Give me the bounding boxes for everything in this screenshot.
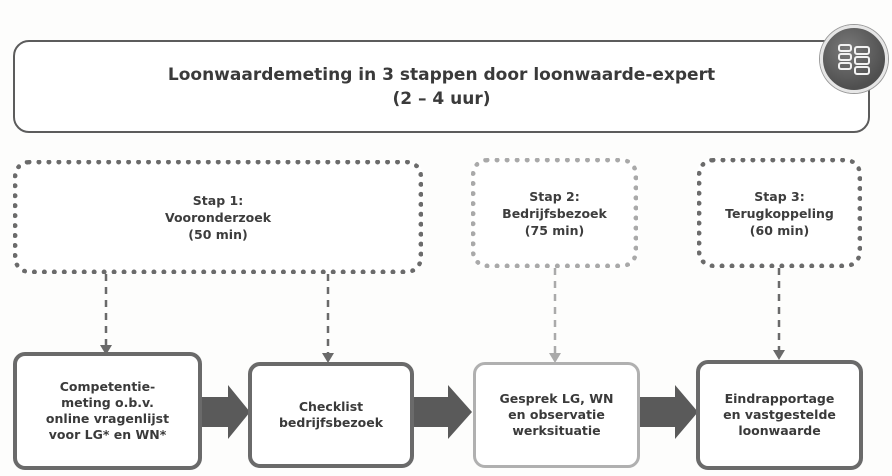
step3-to-eindrapportage-connector xyxy=(773,268,785,360)
activity-gesprek: Gesprek LG, WN en observatie werksituati… xyxy=(473,362,640,468)
step-2-label: Stap 2: xyxy=(529,188,580,204)
tools-icon xyxy=(838,44,870,75)
process-title-box: Loonwaardemeting in 3 stappen door loonw… xyxy=(13,40,870,133)
step-2-name: Bedrijfsbezoek xyxy=(502,205,607,221)
step-1-label: Stap 1: xyxy=(192,192,244,208)
step-1-duration: (50 min) xyxy=(188,226,248,242)
activity-eindrapportage: Eindrapportage en vastgestelde loonwaard… xyxy=(696,360,863,470)
step-2-box: Stap 2: Bedrijfsbezoek (75 min) xyxy=(471,158,638,268)
activity-checklist: Checklist bedrijfsbezoek xyxy=(248,362,414,468)
step-1-name: Vooronderzoek xyxy=(164,209,272,225)
step1-to-competentie-connector xyxy=(100,274,112,355)
activity-line: loonwaarde xyxy=(738,423,821,438)
flow-arrow-1 xyxy=(200,385,250,439)
step-3-name: Terugkoppeling xyxy=(725,205,834,221)
activity-line: en observatie xyxy=(508,407,605,422)
tools-badge xyxy=(820,25,888,93)
step-3-box: Stap 3: Terugkoppeling (60 min) xyxy=(697,158,862,268)
process-duration: (2 – 4 uur) xyxy=(392,88,491,109)
process-title: Loonwaardemeting in 3 stappen door loonw… xyxy=(167,64,716,85)
flow-arrow-3 xyxy=(640,385,698,439)
step2-to-gesprek-connector xyxy=(549,268,561,363)
activity-line: Gesprek LG, WN xyxy=(499,391,614,406)
activity-line: en vastgestelde xyxy=(723,407,836,422)
activity-line: Competentie- xyxy=(59,379,156,394)
activity-line: online vragenlijst xyxy=(45,411,170,426)
activity-line: Checklist xyxy=(298,399,364,414)
activity-line: werksituatie xyxy=(512,423,601,438)
activity-line: voor LG* en WN* xyxy=(48,427,167,442)
activity-line: bedrijfsbezoek xyxy=(278,415,384,430)
step-3-duration: (60 min) xyxy=(749,222,810,238)
activity-line: Eindrapportage xyxy=(724,391,835,406)
activity-competentiemeting: Competentie- meting o.b.v. online vragen… xyxy=(13,352,202,470)
step-3-label: Stap 3: xyxy=(754,188,805,204)
flow-arrow-2 xyxy=(412,385,472,439)
activity-line: meting o.b.v. xyxy=(61,395,154,410)
step-2-duration: (75 min) xyxy=(524,222,585,238)
step-1-box: Stap 1: Vooronderzoek (50 min) xyxy=(13,160,423,274)
step1-to-checklist-connector xyxy=(322,274,334,363)
